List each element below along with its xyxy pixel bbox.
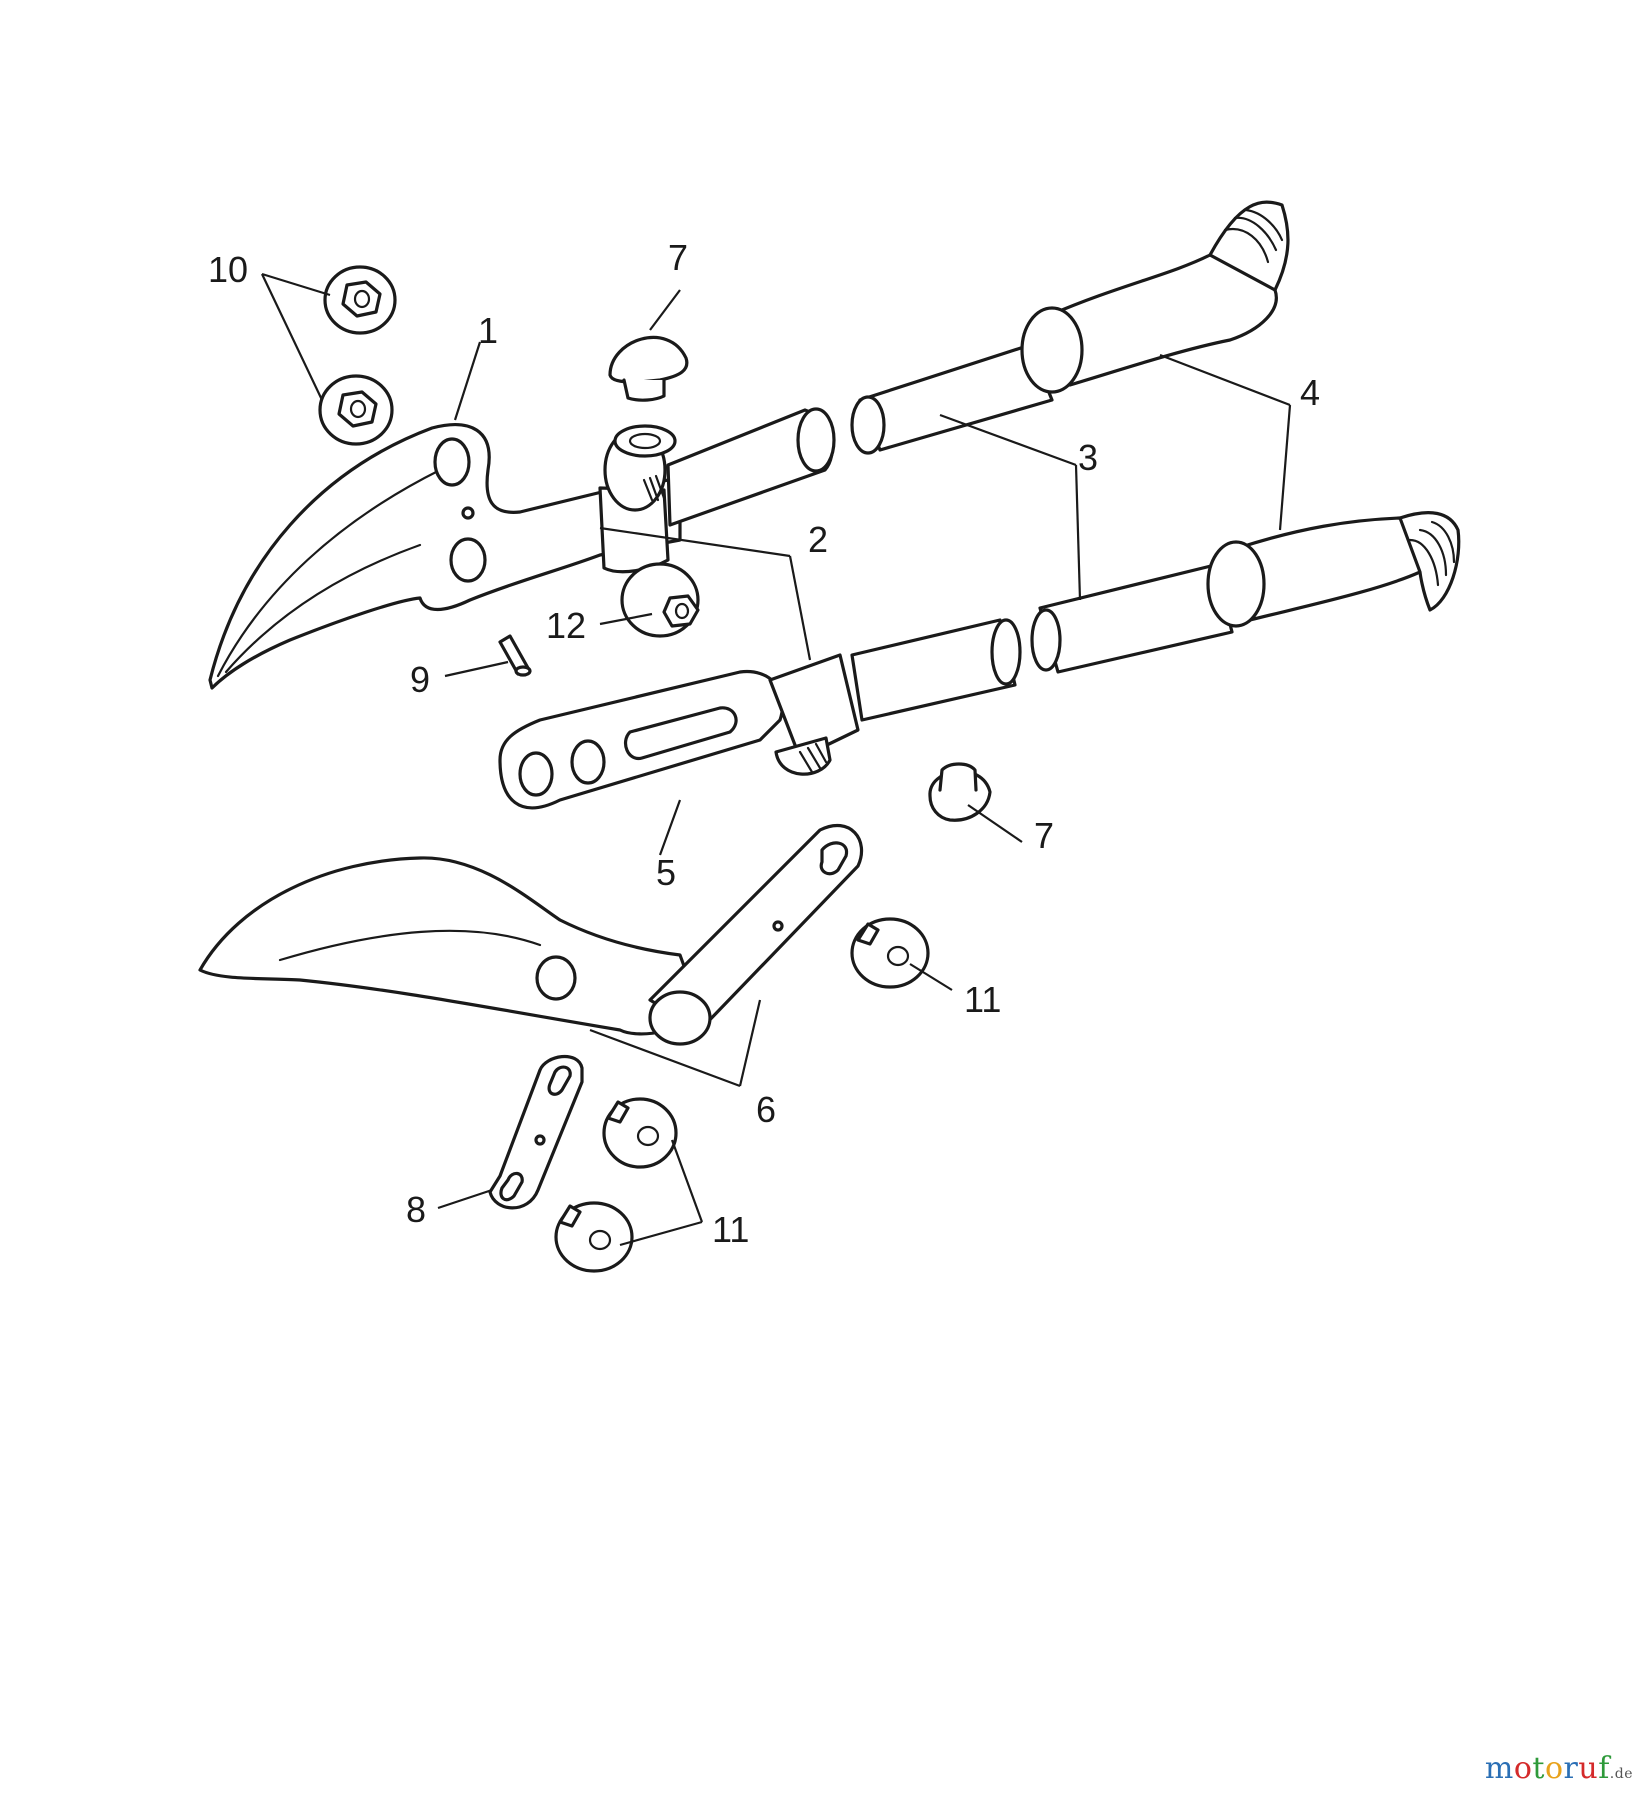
part-7-upper-cap <box>608 335 689 402</box>
part-5-anvil-arm <box>498 669 785 810</box>
part-4-lower-grip <box>1206 511 1461 628</box>
callout-labels: 10 1 7 4 3 2 12 9 5 7 11 6 8 11 <box>208 237 1320 1250</box>
part-2-upper-collar <box>598 424 677 574</box>
leader-lines <box>261 272 1292 1247</box>
part-9-pin <box>498 634 532 677</box>
callout-9: 9 <box>410 659 430 700</box>
callout-7-upper: 7 <box>668 237 688 278</box>
callout-3: 3 <box>1078 437 1098 478</box>
lower-tube-front <box>850 618 1022 722</box>
callout-6: 6 <box>756 1089 776 1130</box>
part-11-lower-washer <box>554 1201 634 1273</box>
part-7-lower-cap <box>928 762 992 822</box>
motoruf-watermark: motoruf.de <box>1485 1751 1633 1786</box>
watermark-text: motoruf <box>1485 1751 1610 1786</box>
part-4-upper-grip <box>1020 200 1290 394</box>
part-10-lower-nut <box>318 374 394 446</box>
part-2-lower-collar <box>768 653 860 776</box>
watermark-letter: r <box>1563 1751 1579 1786</box>
part-12-nut <box>620 562 700 638</box>
part-10-upper-nut <box>323 265 397 335</box>
part-11-upper-washer <box>850 917 930 989</box>
part-3-lower-tube <box>1030 563 1234 674</box>
callout-4: 4 <box>1300 372 1320 413</box>
part-8-link-plate <box>488 1054 584 1210</box>
part-6-link-arm <box>648 823 864 1046</box>
callout-2: 2 <box>808 519 828 560</box>
part-11-middle-washer <box>602 1097 678 1169</box>
watermark-tld: .de <box>1609 1766 1633 1782</box>
watermark-letter: f <box>1598 1751 1610 1786</box>
watermark-letter: u <box>1578 1751 1599 1786</box>
upper-tube-front <box>666 407 836 527</box>
callout-10: 10 <box>208 249 248 290</box>
watermark-letter: t <box>1532 1751 1545 1786</box>
part-3-upper-tube <box>850 343 1054 455</box>
callout-8: 8 <box>406 1189 426 1230</box>
part-6-lower-blade <box>198 856 702 1036</box>
part-1-hook-blade <box>208 423 682 690</box>
callout-11-upper: 11 <box>964 979 1001 1020</box>
callout-12: 12 <box>546 605 586 646</box>
watermark-letter: o <box>1513 1751 1533 1786</box>
watermark-letter: m <box>1484 1751 1514 1786</box>
callout-5: 5 <box>656 852 676 893</box>
callout-7-lower: 7 <box>1034 815 1054 856</box>
callout-1: 1 <box>478 310 498 351</box>
callout-11-lower: 11 <box>712 1209 749 1250</box>
watermark-letter: o <box>1544 1751 1564 1786</box>
